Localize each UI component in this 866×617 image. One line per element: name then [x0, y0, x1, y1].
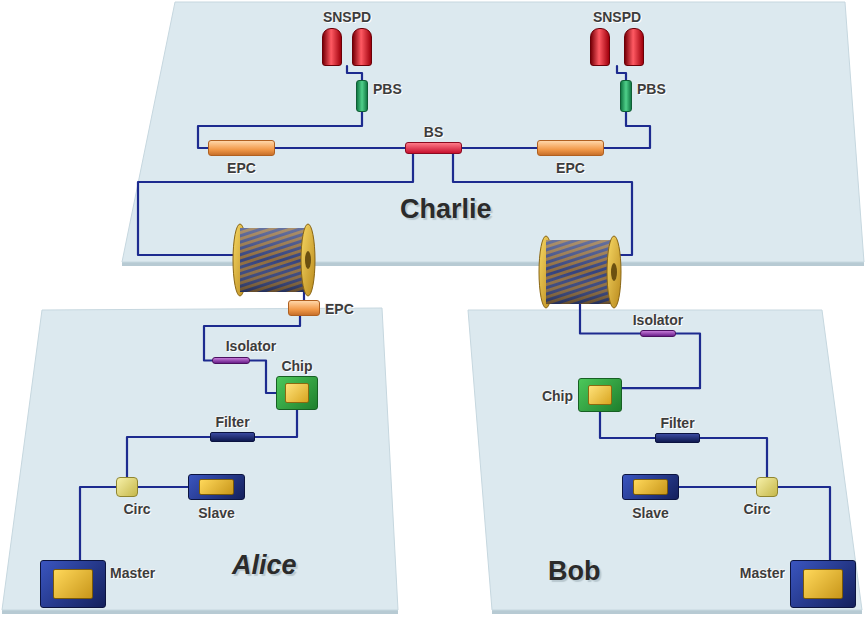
component-label: SNSPD	[323, 9, 371, 25]
filter-component: Filter	[655, 433, 700, 443]
label-holder: Master	[740, 564, 785, 582]
station-name: Charlie	[400, 194, 492, 225]
panel-top	[468, 310, 862, 610]
chip-die	[285, 383, 309, 402]
chip-die	[588, 385, 613, 404]
label-holder: BS	[424, 123, 443, 141]
panel-edge	[2, 610, 398, 614]
component-label: Circ	[743, 501, 770, 517]
component-label: Master	[110, 565, 155, 581]
laser-package	[803, 569, 843, 600]
label-holder: Slave	[632, 504, 669, 522]
component-label: PBS	[637, 81, 666, 97]
component-label: Chip	[542, 388, 573, 404]
panel-edge	[492, 610, 862, 614]
component-label: Isolator	[633, 312, 684, 328]
label-holder: Chip	[281, 357, 312, 375]
pbs-body	[620, 80, 632, 112]
label-holder: EPC	[325, 300, 354, 318]
label-holder: EPC	[227, 159, 256, 177]
detector-body	[590, 28, 610, 66]
epc-body	[288, 300, 320, 316]
label-holder: Circ	[123, 500, 150, 518]
label-holder: Chip	[542, 387, 573, 405]
bench-panel: AliceEPCIsolatorChipFilterCircSlaveMaste…	[0, 300, 400, 617]
component-label: Filter	[660, 415, 694, 431]
component-label: BS	[424, 124, 443, 140]
detector-body	[352, 28, 372, 66]
circulator-body	[116, 477, 138, 497]
filter-component: Filter	[210, 432, 255, 442]
label-holder: SNSPD	[593, 8, 641, 26]
laser-package	[633, 479, 667, 496]
detector-body	[322, 28, 342, 66]
station-name: Alice	[232, 550, 297, 581]
label-holder: Circ	[743, 500, 770, 518]
splitter-body	[405, 142, 462, 154]
label-holder: Charlie	[400, 194, 492, 225]
pbs-component: PBS	[620, 80, 632, 112]
component-label: EPC	[227, 160, 256, 176]
label-holder: Alice	[232, 550, 297, 581]
label-holder: Filter	[215, 413, 249, 431]
component-label: PBS	[373, 81, 402, 97]
circulator-body	[756, 477, 778, 497]
label-holder: PBS	[373, 80, 402, 98]
panel-top	[2, 308, 398, 610]
filter-body	[655, 433, 700, 443]
component-label: EPC	[556, 160, 585, 176]
isolator-body	[640, 330, 676, 337]
snspd-component: SNSPD	[322, 28, 372, 66]
label-holder: Filter	[660, 414, 694, 432]
component-label: Master	[740, 565, 785, 581]
pbs-component: PBS	[356, 80, 368, 112]
component-label: Slave	[198, 505, 235, 521]
epc-body	[208, 140, 275, 156]
laser-component: Slave	[622, 474, 679, 500]
chip-component: Chip	[276, 376, 318, 410]
label-holder: Bob	[548, 556, 600, 587]
epc-component: EPC	[537, 140, 604, 156]
laser-package	[53, 569, 93, 600]
epc-body	[537, 140, 604, 156]
laser-component: Slave	[188, 474, 245, 500]
iso-component: Isolator	[640, 330, 676, 337]
iso-component: Isolator	[212, 357, 250, 364]
bs-component: BS	[405, 142, 462, 154]
filter-body	[210, 432, 255, 442]
circ-component: Circ	[116, 477, 138, 497]
epc-component: EPC	[208, 140, 275, 156]
chip-component: Chip	[578, 378, 622, 412]
laser-component: Master	[790, 560, 856, 608]
epc-component: EPC	[288, 300, 320, 316]
label-holder: SNSPD	[323, 8, 371, 26]
label-holder: PBS	[637, 80, 666, 98]
panel-edge	[122, 262, 864, 266]
component-label: Slave	[632, 505, 669, 521]
component-label: Filter	[215, 414, 249, 430]
component-label: SNSPD	[593, 9, 641, 25]
circ-component: Circ	[756, 477, 778, 497]
label-holder: Slave	[198, 504, 235, 522]
laser-component: Master	[40, 560, 106, 608]
detector-body	[624, 28, 644, 66]
label-holder: Isolator	[633, 311, 684, 329]
component-label: Isolator	[226, 338, 277, 354]
component-label: Chip	[281, 358, 312, 374]
component-label: EPC	[325, 301, 354, 317]
label-holder: Isolator	[226, 337, 277, 355]
label-holder: EPC	[556, 159, 585, 177]
isolator-body	[212, 357, 250, 364]
laser-package	[199, 479, 233, 496]
pbs-body	[356, 80, 368, 112]
station-name: Bob	[548, 556, 600, 587]
panel-top	[122, 2, 864, 262]
component-label: Circ	[123, 501, 150, 517]
label-holder: Master	[110, 564, 155, 582]
panel-surface	[120, 0, 866, 268]
bench-panel: BobIsolatorChipFilterCircSlaveMaster	[460, 300, 866, 617]
snspd-component: SNSPD	[590, 28, 644, 66]
bench-panel: CharlieSNSPDSNSPDPBSPBSEPCBSEPC	[120, 0, 866, 268]
